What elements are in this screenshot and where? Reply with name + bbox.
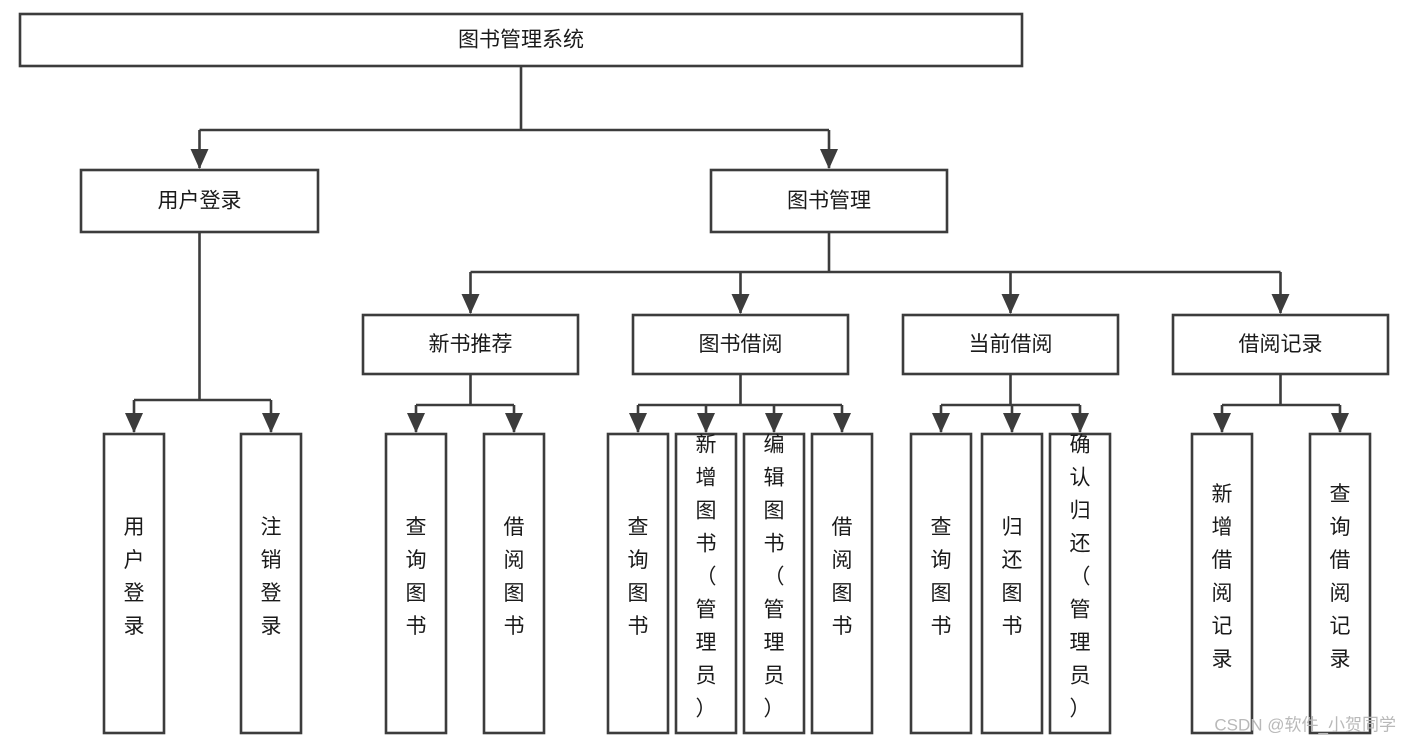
node-label-borrow-record: 借阅记录	[1239, 333, 1323, 356]
arrow-head-bookmgmt-3	[1271, 294, 1290, 314]
arrow-head-current-borrow-0	[932, 413, 950, 433]
node-label-leaf-user-logout: 注销登录	[261, 516, 282, 638]
node-leaf-query-book-cb[interactable]: 查询图书	[909, 432, 973, 735]
node-box-leaf-query-record-br	[1308, 432, 1372, 735]
node-label-leaf-query-book-cb: 查询图书	[931, 516, 952, 638]
arrow-head-root-0	[190, 149, 209, 169]
node-new-book-recommend[interactable]: 新书推荐	[361, 313, 580, 376]
node-label-leaf-query-record-br: 查询借阅记录	[1330, 483, 1351, 671]
arrow-head-borrow-record-0	[1213, 413, 1231, 433]
node-leaf-add-record-br[interactable]: 新增借阅记录	[1190, 432, 1254, 735]
node-leaf-query-record-br[interactable]: 查询借阅记录	[1308, 432, 1372, 735]
node-label-leaf-query-book-bb: 查询图书	[628, 516, 649, 638]
node-label-book-borrow: 图书借阅	[699, 333, 783, 356]
node-label-leaf-confirm-return-cb: 确认归还（管理员）	[1070, 434, 1091, 721]
arrow-head-book-borrow-0	[629, 413, 647, 433]
node-box-leaf-user-logout	[239, 432, 303, 735]
node-user-login[interactable]: 用户登录	[79, 168, 320, 234]
node-box-leaf-add-book-bb	[674, 432, 738, 735]
node-leaf-user-logout[interactable]: 注销登录	[239, 432, 303, 735]
node-box-leaf-borrow-book-bb	[810, 432, 874, 735]
node-box-user-login	[79, 168, 320, 234]
node-box-leaf-user-login	[102, 432, 166, 735]
node-label-leaf-add-book-bb: 新增图书（管理员）	[696, 434, 717, 721]
arrow-head-user-login-0	[125, 413, 143, 433]
arrow-head-borrow-record-1	[1331, 413, 1349, 433]
node-label-leaf-return-book-cb: 归还图书	[1002, 516, 1023, 638]
node-leaf-query-book-nbr[interactable]: 查询图书	[384, 432, 448, 735]
node-leaf-borrow-book-nbr[interactable]: 借阅图书	[482, 432, 546, 735]
csdn-watermark: CSDN @软件_小贺同学	[1214, 715, 1396, 734]
node-box-new-book-recommend	[361, 313, 580, 376]
arrow-head-book-borrow-3	[833, 413, 851, 433]
node-box-leaf-query-book-cb	[909, 432, 973, 735]
arrow-head-book-borrow-1	[697, 413, 715, 433]
node-borrow-record[interactable]: 借阅记录	[1171, 313, 1390, 376]
node-book-borrow[interactable]: 图书借阅	[631, 313, 850, 376]
node-box-current-borrow	[901, 313, 1120, 376]
node-book-management[interactable]: 图书管理	[709, 168, 949, 234]
arrow-head-current-borrow-1	[1003, 413, 1021, 433]
node-label-new-book-recommend: 新书推荐	[429, 333, 513, 356]
node-box-leaf-add-record-br	[1190, 432, 1254, 735]
node-leaf-confirm-return-cb[interactable]: 确认归还（管理员）	[1048, 432, 1112, 735]
node-box-book-borrow	[631, 313, 850, 376]
node-label-leaf-add-record-br: 新增借阅记录	[1212, 483, 1233, 671]
node-leaf-query-book-bb[interactable]: 查询图书	[606, 432, 670, 735]
node-box-book-management	[709, 168, 949, 234]
arrow-head-root-1	[820, 149, 838, 169]
node-leaf-add-book-bb[interactable]: 新增图书（管理员）	[674, 432, 738, 735]
node-leaf-return-book-cb[interactable]: 归还图书	[980, 432, 1044, 735]
node-leaf-user-login[interactable]: 用户登录	[102, 432, 166, 735]
node-leaf-edit-book-bb[interactable]: 编辑图书（管理员）	[742, 432, 806, 735]
node-label-leaf-edit-book-bb: 编辑图书（管理员）	[764, 434, 785, 721]
node-box-leaf-return-book-cb	[980, 432, 1044, 735]
arrow-head-current-borrow-2	[1071, 413, 1089, 433]
node-label-leaf-user-login: 用户登录	[124, 516, 145, 638]
node-box-leaf-edit-book-bb	[742, 432, 806, 735]
node-box-leaf-query-book-bb	[606, 432, 670, 735]
node-label-leaf-borrow-book-nbr: 借阅图书	[504, 516, 525, 638]
arrow-head-bookmgmt-2	[1001, 294, 1020, 314]
node-current-borrow[interactable]: 当前借阅	[901, 313, 1120, 376]
arrow-head-new-book-recommend-1	[505, 413, 523, 433]
node-box-leaf-query-book-nbr	[384, 432, 448, 735]
node-leaf-borrow-book-bb[interactable]: 借阅图书	[810, 432, 874, 735]
connector-layer	[125, 66, 1349, 433]
arrow-head-book-borrow-2	[765, 413, 783, 433]
node-label-leaf-query-book-nbr: 查询图书	[406, 516, 427, 638]
node-box-leaf-confirm-return-cb	[1048, 432, 1112, 735]
node-box-leaf-borrow-book-nbr	[482, 432, 546, 735]
node-label-current-borrow: 当前借阅	[969, 333, 1053, 356]
node-label-book-management: 图书管理	[787, 190, 871, 213]
node-label-leaf-borrow-book-bb: 借阅图书	[832, 516, 853, 638]
arrow-head-user-login-1	[262, 413, 280, 433]
node-label-undefined: 图书管理系统	[458, 29, 584, 52]
node-undefined[interactable]: 图书管理系统	[18, 12, 1024, 68]
arrow-head-bookmgmt-1	[731, 294, 750, 314]
arrow-head-new-book-recommend-0	[407, 413, 425, 433]
node-label-user-login: 用户登录	[158, 190, 242, 213]
node-box-undefined	[18, 12, 1024, 68]
arrow-head-bookmgmt-0	[461, 294, 480, 314]
node-box-borrow-record	[1171, 313, 1390, 376]
node-layer: 图书管理系统用户登录图书管理新书推荐图书借阅当前借阅借阅记录用户登录注销登录查询…	[18, 12, 1390, 735]
